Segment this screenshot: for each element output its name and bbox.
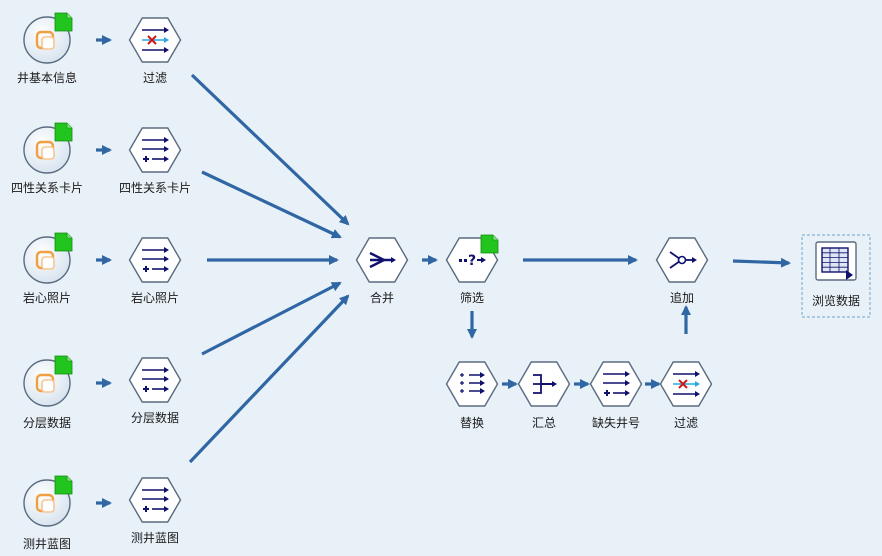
derive-icon bbox=[128, 237, 182, 283]
node-label: 岩心照片 bbox=[130, 291, 180, 305]
derive-icon bbox=[128, 127, 182, 173]
node-label: 汇总 bbox=[531, 416, 557, 430]
edge-der4-merge[interactable] bbox=[201, 281, 342, 356]
derive-icon bbox=[128, 357, 182, 403]
node-src4[interactable] bbox=[23, 355, 73, 407]
node-label: 井基本信息 bbox=[16, 71, 78, 85]
node-label: 过滤 bbox=[673, 416, 699, 430]
filter-icon bbox=[659, 361, 713, 407]
node-table[interactable] bbox=[801, 234, 871, 318]
node-der4[interactable] bbox=[128, 357, 182, 403]
node-label: 岩心照片 bbox=[22, 291, 72, 305]
node-flt1[interactable] bbox=[128, 17, 182, 63]
node-label: 筛选 bbox=[459, 291, 485, 305]
node-src5[interactable] bbox=[23, 475, 73, 527]
node-label: 四性关系卡片 bbox=[118, 181, 192, 195]
node-label: 替换 bbox=[459, 416, 485, 430]
node-flt2[interactable] bbox=[659, 361, 713, 407]
node-label: 测井蓝图 bbox=[130, 531, 180, 545]
replace-icon bbox=[445, 361, 499, 407]
derive-icon bbox=[128, 477, 182, 523]
node-label: 缺失井号 bbox=[591, 416, 641, 430]
node-label: 测井蓝图 bbox=[22, 537, 72, 551]
edges-layer bbox=[96, 35, 791, 508]
node-replace[interactable] bbox=[445, 361, 499, 407]
node-label: 分层数据 bbox=[130, 411, 180, 425]
node-label: 分层数据 bbox=[22, 416, 72, 430]
derive-icon bbox=[589, 361, 643, 407]
node-src3[interactable] bbox=[23, 232, 73, 284]
svg-text:?: ? bbox=[468, 253, 476, 269]
node-label: 四性关系卡片 bbox=[10, 181, 84, 195]
node-der3[interactable] bbox=[128, 237, 182, 283]
node-der2[interactable] bbox=[128, 127, 182, 173]
node-src1[interactable] bbox=[23, 12, 73, 64]
node-aggregate[interactable] bbox=[517, 361, 571, 407]
nodes-layer: ? bbox=[23, 12, 871, 527]
node-label: 浏览数据 bbox=[811, 294, 861, 308]
edge-der5-merge[interactable] bbox=[188, 294, 350, 464]
edge-append-table[interactable] bbox=[732, 257, 791, 268]
node-missing[interactable] bbox=[589, 361, 643, 407]
node-merge[interactable] bbox=[355, 237, 409, 283]
filter-icon bbox=[128, 17, 182, 63]
node-label: 过滤 bbox=[142, 71, 168, 85]
merge-icon bbox=[355, 237, 409, 283]
node-src2[interactable] bbox=[23, 122, 73, 174]
table-output-icon bbox=[815, 241, 857, 281]
node-select[interactable]: ? bbox=[445, 234, 499, 283]
append-icon bbox=[655, 237, 709, 283]
edge-der2-merge[interactable] bbox=[201, 170, 342, 239]
node-label: 合并 bbox=[369, 291, 395, 305]
node-append[interactable] bbox=[655, 237, 709, 283]
edge-flt1-merge[interactable] bbox=[190, 73, 350, 226]
node-der5[interactable] bbox=[128, 477, 182, 523]
node-label: 追加 bbox=[669, 291, 695, 305]
aggregate-icon bbox=[517, 361, 571, 407]
